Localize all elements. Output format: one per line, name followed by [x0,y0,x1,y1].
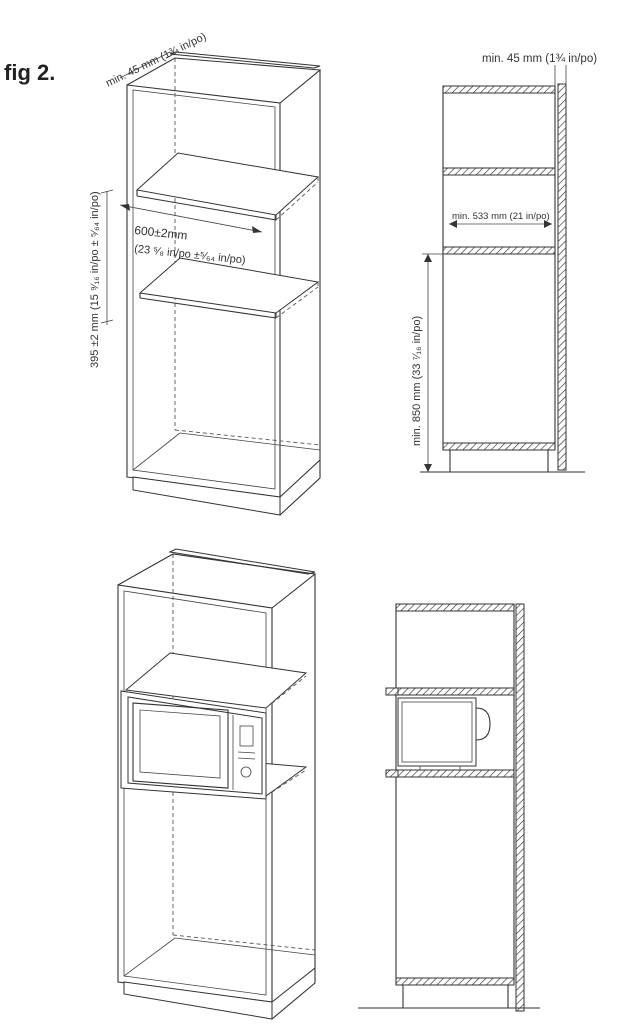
upper-shelf [135,152,320,216]
cabinet-section-bottom [358,603,540,1012]
cabinet-section-top: min. 45 mm (1¾ in/po) min. 533 mm (21 in… [411,53,597,473]
microwave-oven [120,690,267,800]
microwave-side-view [385,687,491,778]
label-floor-height: min. 850 mm (33 ⁷⁄₁₆ in/po) [411,316,423,446]
back-wall [557,83,567,471]
section-top-panel [442,85,556,94]
cabinet-top-rail [169,51,321,69]
cabinet-plinth [132,476,281,516]
lower-shelf [138,257,320,314]
label-width-mm: 600±2mm [134,223,188,242]
cabinet-perspective-bottom [117,548,317,1020]
figure-title: fig 2. [4,60,56,85]
label-min-opening: min. 533 mm (21 in/po) [452,211,550,222]
label-opening-height: 395 ±2 mm (15 ⁹⁄₁₆ in/po ± ⁵⁄₆₄ in/po) [89,191,101,368]
microwave-knob [240,766,252,778]
label-top-clearance-right: min. 45 mm (1¾ in/po) [482,53,597,65]
cabinet-perspective-top: min. 45 mm (1¾ in/po) 395 ±2 mm (15 ⁹⁄₁₆… [89,31,322,516]
label-top-clearance-left: min. 45 mm (1¾ in/po) [104,31,208,90]
